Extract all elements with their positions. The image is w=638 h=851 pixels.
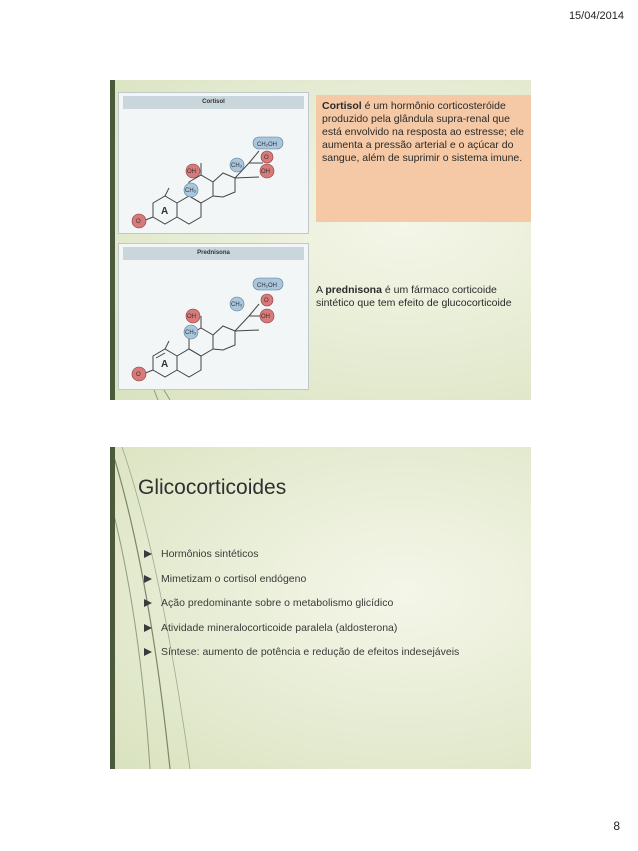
prednisona-ring-a-label: A: [161, 359, 168, 370]
bullet-list: Hormônios sintéticos Mimetizam o cortiso…: [144, 548, 459, 671]
cortisol-ch3-left-label: CH₃: [185, 188, 197, 194]
list-item-text: Síntese: aumento de potência e redução d…: [161, 646, 460, 658]
prednisona-prefix: A: [316, 284, 326, 296]
prednisona-ch3-left-group: [183, 324, 199, 340]
bullet-arrow-icon: [144, 623, 152, 632]
cortisol-structure-panel: Cortisol CH₂OH CH₃ CH₃: [118, 92, 309, 234]
list-item-text: Atividade mineralocorticoide paralela (a…: [161, 621, 398, 634]
prednisona-description-text: é um fármaco corticoide sintético que te…: [316, 284, 512, 309]
prednisona-oh-left-group: [185, 308, 201, 324]
cortisol-description: é um hormônio corticosteróide produzido …: [322, 100, 524, 164]
slide-edge: [110, 80, 115, 400]
prednisona-oh-left-label: OH: [187, 314, 196, 320]
prednisona-ch3-top-label: CH₃: [231, 302, 243, 308]
prednisona-panel-title: Prednisona: [123, 247, 304, 260]
slide-cortisol-prednisona: Cortisol CH₂OH CH₃ CH₃: [110, 80, 531, 400]
prednisona-groups: CH₂OH CH₃ CH₃ OH O OH O A: [131, 277, 284, 382]
cortisol-ch2oh-label: CH₂OH: [257, 142, 277, 148]
cortisol-ring-a-label: A: [161, 206, 168, 217]
prednisona-ch3-left-label: CH₃: [185, 330, 197, 336]
cortisol-description-box: Cortisol é um hormônio corticosteróide p…: [316, 95, 531, 222]
cortisol-o-bottom-group: [131, 213, 147, 229]
list-item-text: Ação predominante sobre o metabolismo gl…: [161, 597, 394, 609]
prednisona-term: prednisona: [325, 284, 382, 296]
cortisol-ch3-left-group: [183, 182, 199, 198]
list-item: Atividade mineralocorticoide paralela (a…: [144, 622, 459, 647]
cortisol-oh-right-group: [259, 163, 275, 179]
bullet-arrow-icon: [144, 599, 152, 607]
page-date: 15/04/2014: [568, 10, 624, 22]
page-number: 8: [613, 819, 620, 833]
cortisol-molecule-drawing: CH₂OH CH₃ CH₃ OH O OH O A: [131, 136, 284, 229]
prednisona-oh-right-label: OH: [261, 314, 270, 320]
cortisol-oh-left-label: OH: [187, 169, 196, 175]
slide-title: Glicocorticoides: [138, 476, 287, 499]
cortisol-panel-title: Cortisol: [123, 96, 304, 109]
prednisona-description: A prednisona é um fármaco corticoide sin…: [316, 284, 530, 310]
prednisona-molecule-drawing: CH₂OH CH₃ CH₃ OH O OH O A: [131, 277, 284, 382]
bullet-arrow-icon: [144, 648, 152, 656]
slide-edge: [110, 447, 115, 769]
prednisona-o-bottom-label: O: [136, 372, 141, 378]
cortisol-ch3-top-group: [229, 157, 245, 173]
cortisol-o-right-group: [260, 150, 274, 164]
cortisol-oh-right-label: OH: [261, 169, 270, 175]
bullet-arrow-icon: [144, 574, 152, 583]
prednisona-structure-panel: Prednisona CH₂OH CH₃: [118, 243, 309, 390]
prednisona-o-right-label: O: [264, 298, 269, 304]
slide-glicocorticoides: Glicocorticoides Hormônios sintéticos Mi…: [110, 447, 531, 769]
cortisol-term: Cortisol: [322, 100, 362, 112]
prednisona-ch2oh-group: [252, 277, 284, 291]
cortisol-o-bottom-label: O: [136, 219, 141, 225]
list-item: Mimetizam o cortisol endógeno: [144, 573, 459, 598]
list-item: Hormônios sintéticos: [144, 548, 459, 573]
list-item-text: Mimetizam o cortisol endógeno: [161, 572, 307, 585]
prednisona-oh-right-group: [259, 308, 275, 324]
bullet-arrow-icon: [144, 550, 152, 558]
prednisona-o-right-group: [260, 293, 274, 307]
cortisol-ch2oh-group: [252, 136, 284, 150]
list-item: Ação predominante sobre o metabolismo gl…: [144, 597, 459, 622]
cortisol-oh-left-group: [185, 163, 201, 179]
cortisol-ch3-top-label: CH₃: [231, 163, 243, 169]
list-item: Síntese: aumento de potência e redução d…: [144, 646, 459, 671]
prednisona-ch3-top-group: [229, 296, 245, 312]
cortisol-o-right-label: O: [264, 155, 269, 161]
prednisona-ch2oh-label: CH₂OH: [257, 283, 277, 289]
cortisol-groups: CH₂OH CH₃ CH₃ OH O OH O A: [131, 136, 284, 229]
prednisona-o-bottom-group: [131, 366, 147, 382]
list-item-text: Hormônios sintéticos: [161, 548, 259, 560]
